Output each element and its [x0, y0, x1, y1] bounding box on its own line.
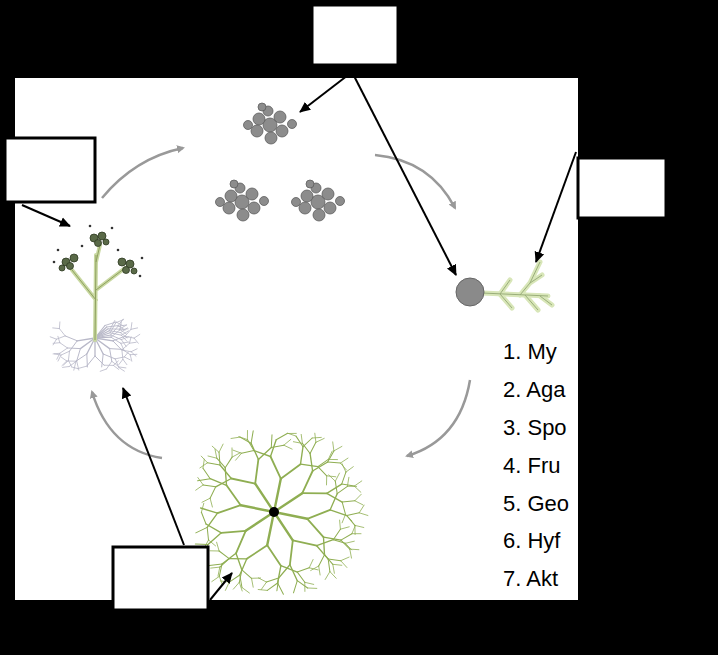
- list-term: 2. Aga: [503, 371, 569, 409]
- list-term: 7. Akt: [503, 560, 569, 598]
- cycle-arrows: [92, 148, 470, 458]
- empty-label-boxes: [5, 5, 666, 610]
- leader-lines: [22, 72, 576, 600]
- white-panel: [15, 78, 578, 600]
- list-term: 4. Fru: [503, 447, 569, 485]
- mycelium: [195, 431, 368, 595]
- list-term: 6. Hyf: [503, 522, 569, 560]
- spore-clusters: [216, 103, 345, 221]
- germinating-spore: [456, 262, 552, 310]
- term-list: 1. My2. Aga3. Spo4. Fru5. Geo6. Hyf7. Ak…: [503, 333, 569, 598]
- mycelium-center: [269, 507, 279, 517]
- sporangiophore: [50, 225, 143, 372]
- list-term: 5. Geo: [503, 485, 569, 523]
- list-term: 3. Spo: [503, 409, 569, 447]
- list-term: 1. My: [503, 333, 569, 371]
